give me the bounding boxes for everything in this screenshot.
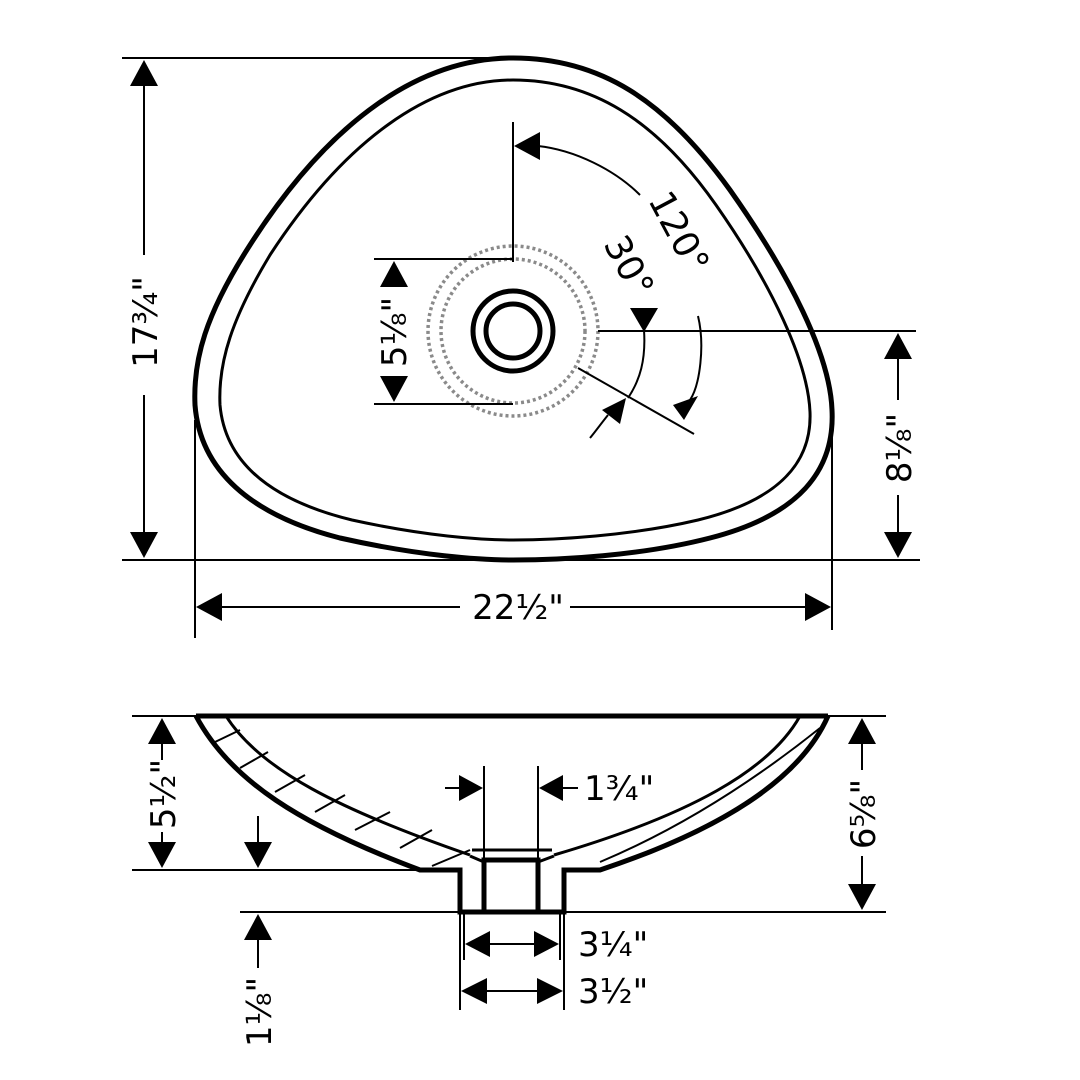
height-dim-label: 17¾": [126, 276, 166, 368]
arrow-right-4: [537, 978, 563, 1004]
basin-inner-left: [224, 715, 471, 857]
arrow-30-end: [602, 398, 626, 424]
drain-inner-label: 3¼": [578, 925, 648, 965]
faucet-circle-outer: [426, 244, 600, 418]
arrow-120-start: [514, 132, 540, 160]
arrow-left-3: [465, 931, 490, 957]
angle-30-label: 30°: [595, 229, 661, 305]
arrow-left-2: [539, 775, 563, 801]
drain-opening-label: 1¾": [584, 769, 654, 809]
drain-outer-ring: [470, 288, 556, 374]
side-view: 5½" 6⅝" 1¾" 3¼" 3½": [132, 713, 886, 1047]
drain-height-label: 1⅛": [240, 977, 280, 1047]
basin-inner-rim: [218, 78, 812, 542]
drain-to-back-label: 8⅛": [880, 413, 920, 483]
arrow-up: [130, 60, 158, 86]
arrow-right-3: [534, 931, 559, 957]
angle-30-line: [577, 367, 695, 435]
arrow-down-3: [380, 376, 408, 402]
arrow-120-end: [673, 396, 698, 420]
arrow-30-start: [630, 308, 658, 332]
arrow-right-2: [459, 775, 483, 801]
arrow-left-4: [461, 978, 487, 1004]
angle-120-arc: [537, 145, 641, 196]
arrow-down-5: [244, 842, 272, 868]
basin-inner-right: [553, 715, 802, 857]
arrow-left: [196, 593, 222, 621]
width-dim-label: 22½": [472, 588, 564, 628]
arrow-up-2: [884, 333, 912, 359]
faucet-circle-inner: [439, 257, 587, 405]
arrow-right: [805, 593, 831, 621]
arrow-up-6: [848, 718, 876, 744]
bowl-depth-label: 5½": [144, 759, 184, 829]
drain-outer-label: 3½": [578, 972, 648, 1012]
drain-fitting: [481, 857, 541, 915]
arrow-down: [130, 532, 158, 558]
hatch-right: [599, 727, 821, 863]
hatch-left: [214, 729, 471, 867]
arrow-down-6: [848, 884, 876, 910]
arrow-up-4: [148, 718, 176, 744]
arrow-up-7: [244, 914, 272, 940]
arrow-up-3: [380, 261, 408, 287]
total-height-label: 6⅝": [844, 779, 884, 849]
arrow-down-2: [884, 532, 912, 558]
top-view: 17¾" 22½" 8⅛" 5⅛" 120°: [122, 55, 920, 638]
faucet-circle-label: 5⅛": [375, 297, 415, 367]
arrow-down-4: [148, 842, 176, 868]
angle-30-arc: [627, 329, 646, 399]
angle-120-arc-end: [689, 315, 703, 401]
basin-outer-profile: [193, 714, 831, 915]
angle-30-arc-tail: [589, 414, 609, 439]
drain-inner-ring: [483, 301, 543, 361]
